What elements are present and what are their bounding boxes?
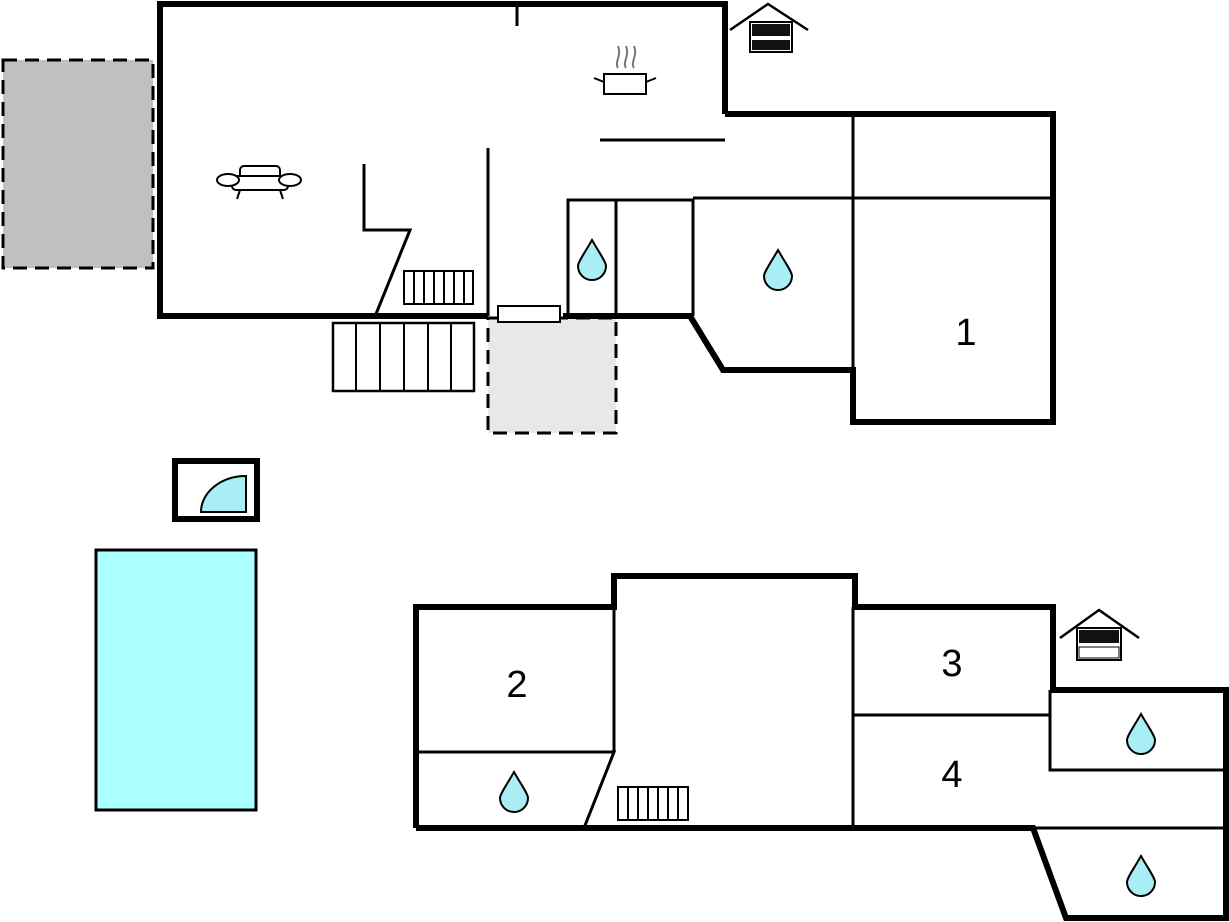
terrace-entrance [486, 316, 618, 435]
terrace-left [1, 58, 155, 270]
water-drop-icon [1125, 711, 1157, 755]
upper-outer-wall-living [157, 1, 728, 319]
water-drop-icon [762, 247, 794, 291]
upper-wall-bath-small [566, 198, 695, 316]
pool [94, 548, 258, 812]
radiator-icon [617, 786, 689, 821]
upper-outer-wall-right [563, 111, 1056, 425]
fireplace-icon [1059, 608, 1140, 661]
radiator-icon [403, 270, 474, 305]
lower-wall-bath2 [418, 750, 617, 829]
cooking-pot-icon [593, 45, 657, 95]
entrance-threshold [497, 305, 561, 323]
stairs-icon [331, 321, 476, 393]
water-drop-icon [576, 237, 608, 281]
sofa-icon [216, 165, 302, 200]
lower-wall-bath3 [1048, 690, 1226, 772]
water-drop-icon [1125, 853, 1157, 897]
room-label-3: 3 [941, 643, 962, 685]
room-label-2: 2 [506, 664, 527, 706]
shower-icon [172, 458, 260, 522]
room-label-1: 1 [955, 312, 976, 354]
upper-wall-stair [362, 164, 413, 315]
fireplace-icon [729, 2, 809, 53]
water-drop-icon [498, 769, 530, 813]
room-label-4: 4 [941, 754, 962, 796]
